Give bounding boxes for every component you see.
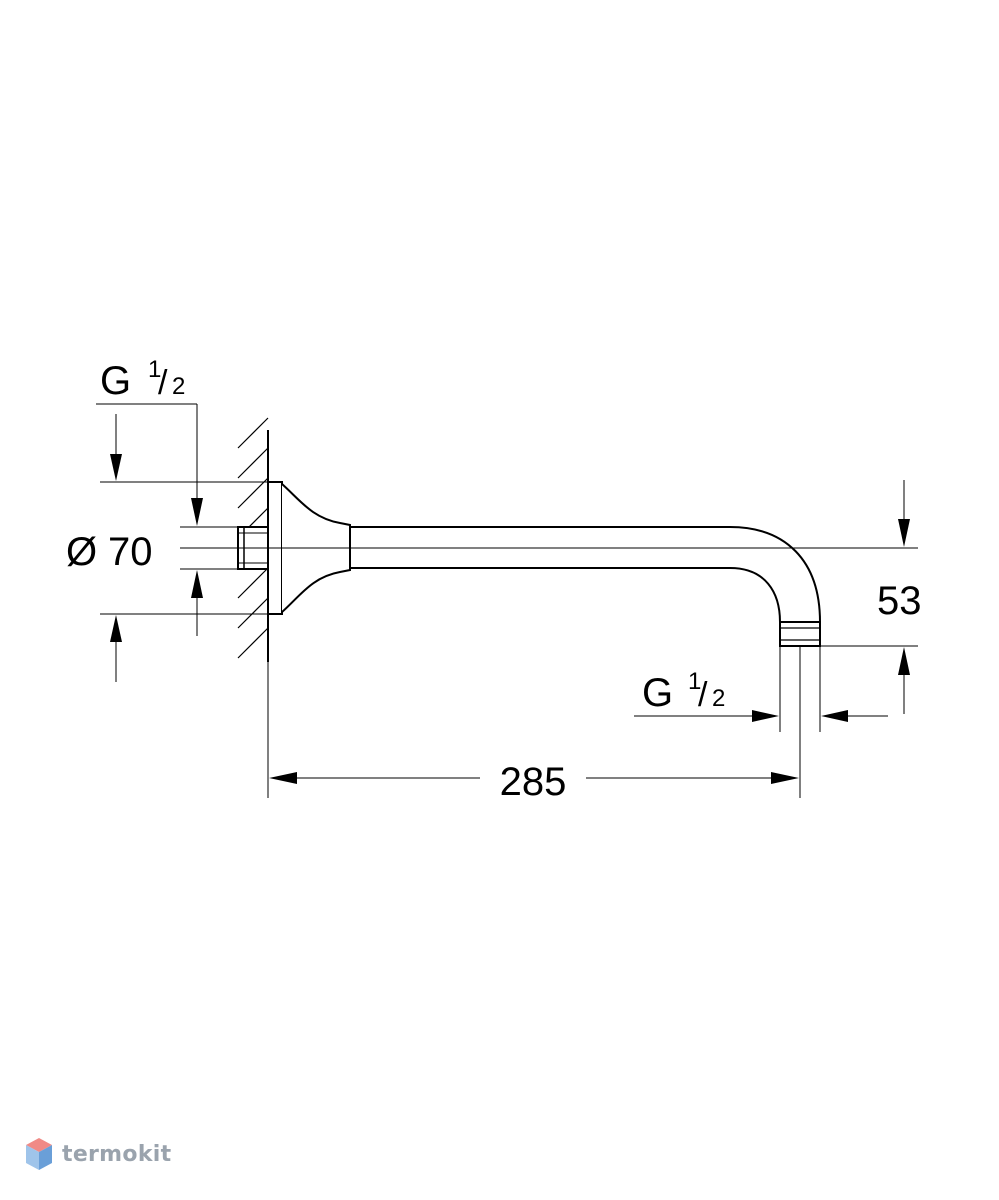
dim-thread-outlet <box>634 646 888 732</box>
logo-text: termokit <box>62 1141 172 1167</box>
dim-diameter <box>100 414 268 682</box>
thread-outlet-label-num: 1 <box>688 668 701 695</box>
shower-arm-pipe <box>349 525 821 623</box>
thread-inlet-label-slash: / <box>158 364 168 402</box>
termokit-logo: termokit <box>24 1136 171 1172</box>
diameter-value: 70 <box>108 530 153 574</box>
outlet-thread <box>779 621 821 647</box>
thread-outlet-label-slash: / <box>698 676 708 714</box>
dim-thread-inlet <box>96 403 238 636</box>
thread-inlet-label-num: 1 <box>148 356 161 383</box>
dim-length <box>267 646 801 798</box>
thread-inlet-label-den: 2 <box>172 373 185 400</box>
length-value: 285 <box>500 760 567 804</box>
cube-logo-icon <box>26 1138 52 1170</box>
dim-drop <box>820 480 918 714</box>
thread-inlet-label-base: G <box>100 359 131 403</box>
diameter-symbol: Ø <box>66 530 97 574</box>
thread-outlet-label-den: 2 <box>712 685 725 712</box>
thread-outlet-label-base: G <box>642 671 673 715</box>
drop-value: 53 <box>877 579 922 623</box>
